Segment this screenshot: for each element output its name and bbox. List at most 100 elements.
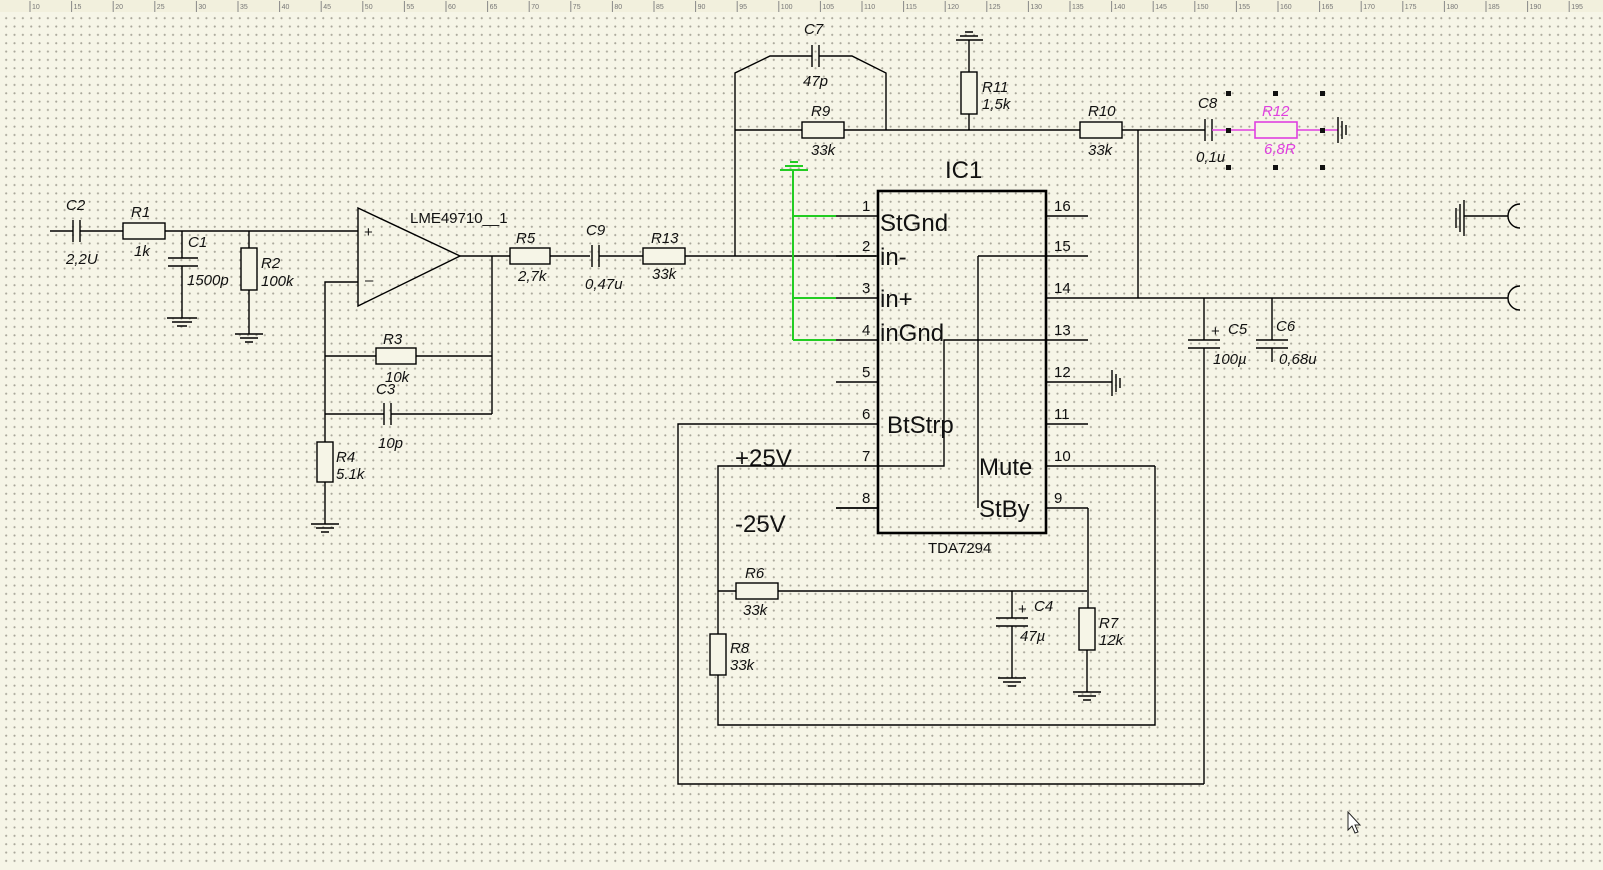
c6-capacitor[interactable]: C6 0,68u <box>1256 298 1317 368</box>
pin-num-12: 12 <box>1054 364 1071 381</box>
ruler-tick-label: 155 <box>1238 4 1250 11</box>
r5-resistor[interactable]: R5 2,7k <box>509 230 590 285</box>
selection-handles[interactable] <box>1226 91 1325 170</box>
pin-name-stgnd: StGnd <box>880 210 948 237</box>
schematic-svg[interactable]: C2 2,2U R1 1k C1 1500p R2 100k + – LME49… <box>0 12 1603 865</box>
ruler-tick-label: 55 <box>406 4 414 11</box>
ruler-tick-label: 40 <box>282 4 290 11</box>
pin-name-in-minus: in- <box>880 244 907 271</box>
ruler-tick-label: 90 <box>698 4 706 11</box>
net-label-neg-supply: -25V <box>735 511 786 538</box>
ruler-tick-label: 100 <box>781 4 793 11</box>
c2-capacitor[interactable]: C2 2,2U <box>50 197 123 268</box>
c9-capacitor[interactable]: C9 0,47u <box>585 222 643 293</box>
c6-value: 0,68u <box>1279 351 1317 368</box>
r6-resistor[interactable]: R6 33k <box>718 565 1087 619</box>
pin-num-14: 14 <box>1054 280 1071 297</box>
c9-value: 0,47u <box>585 276 623 293</box>
schematic-canvas[interactable]: C2 2,2U R1 1k C1 1500p R2 100k + – LME49… <box>0 12 1603 865</box>
r12-resistor-selected[interactable]: R12 6,8R <box>1212 91 1347 170</box>
pin-num-3: 3 <box>862 280 870 297</box>
pin-num-15: 15 <box>1054 238 1071 255</box>
r7-ref: R7 <box>1099 615 1119 632</box>
ruler-tick-label: 180 <box>1446 4 1458 11</box>
pin-num-8: 8 <box>862 490 870 507</box>
r6-ref: R6 <box>745 565 765 582</box>
ic1-tda7294[interactable]: IC1 TDA7294 1 2 3 4 5 6 7 8 16 15 14 13 … <box>836 157 1155 557</box>
ruler-tick-label: 105 <box>822 4 834 11</box>
ruler-tick-label: 120 <box>947 4 959 11</box>
r5-value: 2,7k <box>517 268 548 285</box>
ruler-tick-label: 160 <box>1280 4 1292 11</box>
r12-value: 6,8R <box>1264 141 1296 158</box>
ruler-tick-label: 65 <box>490 4 498 11</box>
r7-resistor[interactable]: R7 12k <box>1073 508 1125 701</box>
speaker-terminal-2[interactable] <box>1045 285 1521 311</box>
r4-value: 5.1k <box>336 466 366 483</box>
ruler-tick-label: 60 <box>448 4 456 11</box>
c7-value: 47p <box>803 73 828 90</box>
c5-capacitor[interactable]: + C5 100µ <box>1188 298 1248 784</box>
r8-resistor[interactable]: R8 33k <box>709 633 756 676</box>
c2-ref: C2 <box>66 197 86 214</box>
r10-resistor[interactable]: R10 33k <box>1079 103 1205 298</box>
r3-value: 10k <box>385 369 411 386</box>
pin-num-6: 6 <box>862 406 870 423</box>
opamp-ref: LME49710__1 <box>410 210 508 227</box>
c1-ref: C1 <box>188 234 207 251</box>
ruler-tick-label: 145 <box>1155 4 1167 11</box>
r10-value: 33k <box>1088 142 1114 159</box>
ic1-ref: IC1 <box>945 157 982 184</box>
r1-resistor[interactable]: R1 1k <box>122 204 358 260</box>
ruler-tick-label: 75 <box>573 4 581 11</box>
r4-resistor[interactable]: R4 5.1k <box>311 441 366 533</box>
ground-net-highlighted[interactable] <box>780 161 836 341</box>
bootstrap-wire <box>677 423 1204 785</box>
r11-resistor[interactable]: R11 1,5k <box>956 31 1012 130</box>
c1-value: 1500p <box>187 272 229 289</box>
r2-value: 100k <box>261 273 295 290</box>
c4-plus: + <box>1018 601 1027 618</box>
r13-value: 33k <box>652 266 678 283</box>
c3-ref: C3 <box>376 381 396 398</box>
ruler-tick-label: 195 <box>1571 4 1583 11</box>
ruler-tick-label: 80 <box>614 4 622 11</box>
ruler-tick-label: 50 <box>365 4 373 11</box>
ruler-tick-label: 140 <box>1114 4 1126 11</box>
ruler-tick-label: 85 <box>656 4 664 11</box>
c4-capacitor[interactable]: + C4 47µ <box>996 591 1053 687</box>
c5-value: 100µ <box>1213 351 1247 368</box>
r9-value: 33k <box>811 142 837 159</box>
ruler-tick-label: 95 <box>739 4 747 11</box>
pin-num-16: 16 <box>1054 198 1071 215</box>
speaker-terminal-1[interactable] <box>1455 200 1521 236</box>
pin-num-4: 4 <box>862 322 870 339</box>
pin-num-11: 11 <box>1054 406 1070 423</box>
c1-capacitor[interactable]: C1 1500p <box>167 231 229 327</box>
c3-capacitor[interactable]: C3 10p <box>325 381 492 452</box>
r2-ref: R2 <box>261 255 281 272</box>
r2-resistor[interactable]: R2 100k <box>235 231 295 343</box>
r11-ref: R11 <box>982 79 1008 96</box>
r10-ref: R10 <box>1088 103 1116 120</box>
r11-value: 1,5k <box>982 96 1012 113</box>
r3-resistor[interactable]: R3 10k <box>325 256 493 414</box>
c5-plus: + <box>1211 323 1220 340</box>
pin-num-5: 5 <box>862 364 870 381</box>
opamp-minus-sign: – <box>365 272 374 289</box>
r7-value: 12k <box>1099 632 1125 649</box>
ruler-tick-label: 185 <box>1488 4 1500 11</box>
opamp-lme49710[interactable]: + – LME49710__1 <box>324 206 510 442</box>
c7-capacitor[interactable]: C7 47p <box>734 21 887 256</box>
r9-resistor[interactable]: R9 33k <box>735 103 1080 159</box>
ruler-tick-label: 10 <box>32 4 40 11</box>
ruler-tick-label: 70 <box>531 4 539 11</box>
c8-value: 0,1u <box>1196 149 1226 166</box>
ruler-tick-label: 115 <box>906 4 917 11</box>
ruler-tick-label: 20 <box>115 4 123 11</box>
pin-num-7: 7 <box>862 448 870 465</box>
pin-num-2: 2 <box>862 238 870 255</box>
c8-capacitor[interactable]: C8 0,1u <box>1196 95 1226 166</box>
r3-ref: R3 <box>383 331 403 348</box>
